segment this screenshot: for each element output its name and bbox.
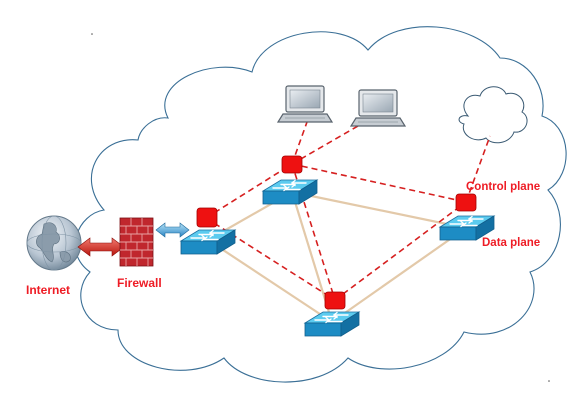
controllers (196, 155, 477, 310)
firewall-label: Firewall (117, 276, 162, 290)
speck (548, 380, 550, 382)
control-plane-label: Control plane (466, 181, 540, 193)
controller-icon (281, 155, 303, 174)
controller-icon (324, 291, 346, 310)
globe-icon (26, 215, 82, 271)
data-plane-label: Data plane (482, 237, 540, 249)
firewall-icon (119, 217, 154, 267)
laptop-icon (350, 89, 406, 127)
controller-icon (196, 207, 218, 228)
controller-icon (455, 193, 477, 212)
internet-label: Internet (26, 283, 70, 297)
controller-cloud-icon (458, 86, 528, 144)
double-arrow-icon (155, 222, 190, 238)
speck (91, 33, 93, 35)
laptop-icon (277, 85, 333, 123)
